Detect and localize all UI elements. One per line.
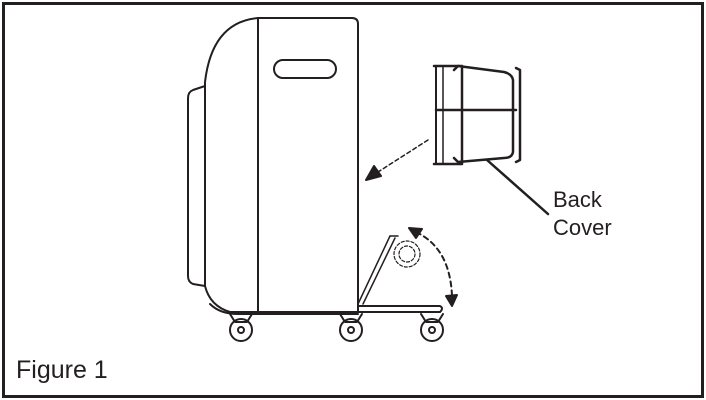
caster-wheels (229, 313, 444, 342)
rotation-arrow (408, 227, 458, 307)
back-cover-label: Back Cover (553, 186, 612, 242)
hinged-tray (357, 235, 443, 313)
attach-arrow (365, 139, 429, 181)
back-cover-label-line1: Back (553, 187, 602, 212)
callout-leader-line (485, 158, 550, 216)
figure-caption: Figure 1 (16, 356, 108, 384)
back-cover-label-line2: Cover (553, 215, 612, 240)
handle-slot (273, 59, 337, 79)
cooler-body (187, 17, 359, 315)
rotating-cover-ghost (393, 240, 421, 268)
back-cover (432, 64, 522, 166)
